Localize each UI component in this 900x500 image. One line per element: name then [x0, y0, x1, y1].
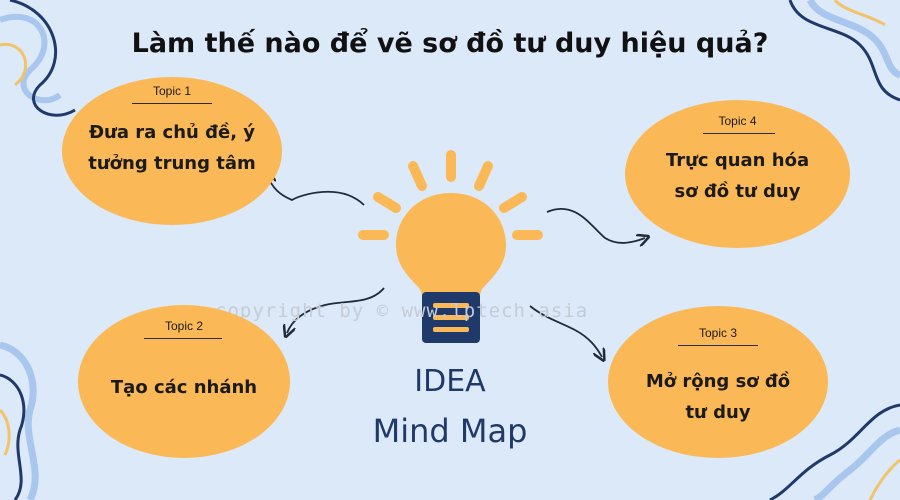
topic-3-label: Topic 3	[698, 326, 738, 340]
topic-2-bubble: Topic 2 Tạo các nhánh	[78, 305, 290, 458]
ray	[408, 161, 427, 191]
arrow-to-topic-3	[529, 305, 602, 357]
ray	[499, 192, 527, 213]
topic-3-text: Mở rộng sơ đồ tư duy	[645, 371, 791, 423]
corner-wave-bottom-right	[769, 403, 900, 500]
corner-wave-bottom-left	[0, 341, 39, 500]
lightbulb-icon	[358, 150, 543, 343]
topic-1-text: Đưa ra chủ đề, ý tưởng trung tâm	[88, 122, 256, 174]
topic-4-text: Trực quan hóa sơ đồ tư duy	[665, 150, 810, 202]
ray	[373, 192, 401, 213]
arrow-to-topic-2	[287, 287, 385, 333]
corner-wave-top-left	[0, 0, 76, 117]
topic-3-bubble: Topic 3 Mở rộng sơ đồ tư duy	[608, 306, 828, 458]
topic-4-divider	[703, 133, 775, 134]
topic-2-text: Tạo các nhánh	[110, 377, 258, 398]
topic-1-label: Topic 1	[152, 84, 192, 98]
page-title: Làm thế nào để vẽ sơ đồ tư duy hiệu quả?	[131, 28, 769, 59]
arrow-to-topic-1	[268, 176, 365, 206]
topic-1-divider	[132, 103, 212, 104]
topic-4-label: Topic 4	[718, 114, 757, 128]
topic-2-divider	[144, 338, 222, 339]
ray	[474, 161, 493, 191]
watermark-text: copyright by © www.lptech.asia	[215, 300, 589, 322]
center-line-2: Mind Map	[372, 412, 528, 450]
center-idea-label: IDEA Mind Map	[340, 362, 560, 454]
corner-wave-top-right	[788, 0, 900, 102]
arrow-to-topic-4	[546, 208, 645, 243]
topic-2-label: Topic 2	[164, 319, 204, 333]
topic-1-bubble: Topic 1 Đưa ra chủ đề, ý tưởng trung tâm	[62, 77, 282, 225]
bulb-glass	[396, 193, 506, 297]
topic-3-divider	[678, 345, 758, 346]
topic-4-bubble: Topic 4 Trực quan hóa sơ đồ tư duy	[625, 100, 850, 248]
center-line-1: IDEA	[414, 364, 486, 399]
